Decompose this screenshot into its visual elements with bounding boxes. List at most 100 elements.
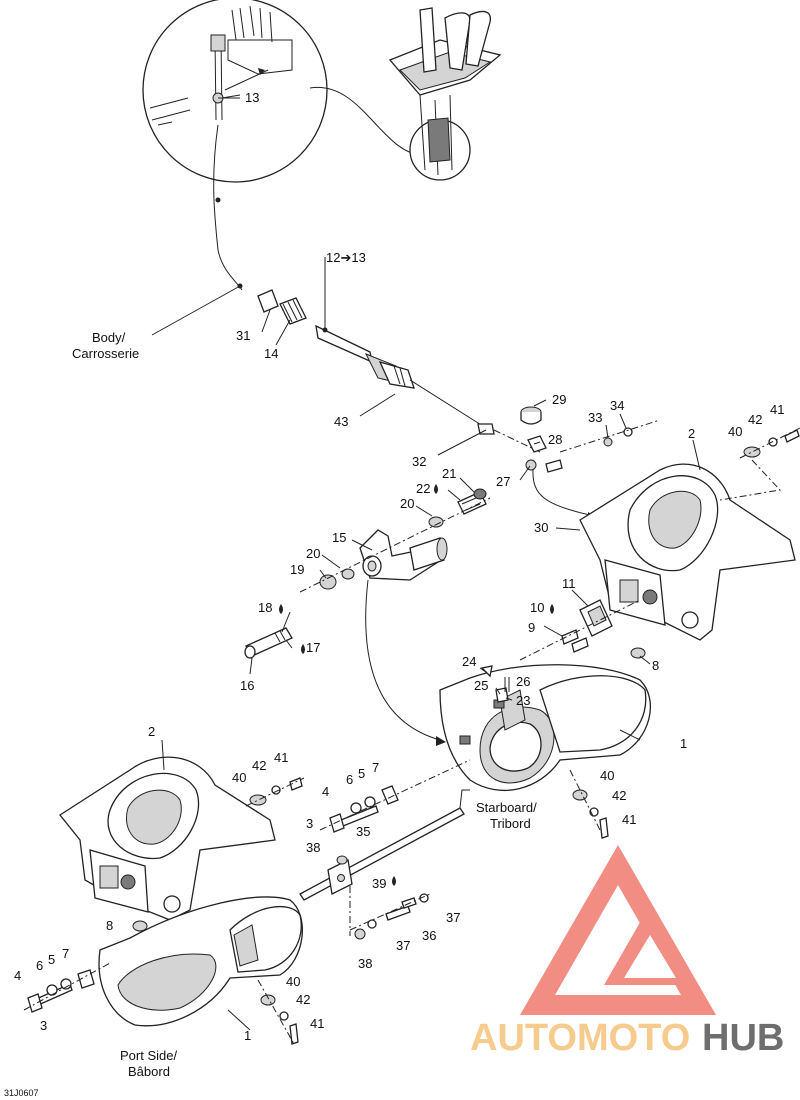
callout-18: 18 [258, 600, 272, 615]
callout-38-upper: 38 [306, 840, 320, 855]
callout-28: 28 [548, 432, 562, 447]
starboard-label-fr: Tribord [490, 816, 531, 831]
callout-33: 33 [588, 410, 602, 425]
small-parts-upper [520, 406, 661, 473]
callout-27: 27 [496, 474, 510, 489]
callout-6-lower: 6 [36, 958, 43, 973]
fasteners-upper-right [719, 427, 800, 501]
callout-42-upper: 42 [748, 412, 762, 427]
callout-41-lower: 41 [274, 750, 288, 765]
drop-icon [434, 484, 438, 494]
callout-labels: 13 12➔13 31 14 43 32 29 28 27 33 34 2 40… [14, 90, 784, 1043]
callout-3-middle: 3 [306, 816, 313, 831]
callout-8-lower: 8 [106, 918, 113, 933]
shaft-screws [349, 886, 431, 940]
callout-17: 17 [306, 640, 320, 655]
starboard-fasteners [569, 769, 609, 839]
callout-22: 22 [416, 481, 430, 496]
callout-42-starboard: 42 [612, 788, 626, 803]
callout-3-lower: 3 [40, 1018, 47, 1033]
callout-40-lower: 40 [232, 770, 246, 785]
callout-40-upper: 40 [728, 424, 742, 439]
lubricant-drop-icons [279, 484, 554, 886]
logo-text-automoto: AUTOMOTO [470, 1017, 690, 1059]
drop-icon [301, 644, 305, 654]
pivot-pin [244, 627, 293, 659]
callout-15: 15 [332, 530, 346, 545]
link-lever-to-starboard [365, 579, 441, 741]
callout-19: 19 [290, 562, 304, 577]
callout-40-starboard: 40 [600, 768, 614, 783]
callout-41-starboard: 41 [622, 812, 636, 827]
callout-40-port: 40 [286, 974, 300, 989]
callout-8-upper: 8 [652, 658, 659, 673]
callout-10: 10 [530, 600, 544, 615]
callout-7-middle: 7 [372, 760, 379, 775]
leader-lines [151, 94, 701, 1031]
callout-25: 25 [474, 678, 488, 693]
callout-21: 21 [442, 466, 456, 481]
bracket-fasteners-lower [245, 777, 305, 807]
link-27-to-bracket [532, 469, 591, 516]
port-label-fr: Bâbord [128, 1064, 170, 1079]
callout-1-starboard: 1 [680, 736, 687, 751]
callout-42-lower: 42 [252, 758, 266, 773]
callout-20-upper: 20 [400, 496, 414, 511]
plate-and-screws [519, 599, 646, 661]
logo-text-hub: HUB [702, 1017, 784, 1059]
callout-4-lower: 4 [14, 968, 21, 983]
callout-7-lower: 7 [62, 946, 69, 961]
callout-13-detail: 13 [245, 90, 259, 105]
callout-16: 16 [240, 678, 254, 693]
callout-37-right: 37 [446, 910, 460, 925]
callout-24: 24 [462, 654, 476, 669]
bracket-lower-left [59, 756, 276, 932]
callout-31: 31 [236, 328, 250, 343]
body-label-en: Body/ [92, 330, 126, 345]
drop-icon [279, 604, 283, 614]
callout-42-port: 42 [296, 992, 310, 1007]
callout-20-lower: 20 [306, 546, 320, 561]
callout-35: 35 [356, 824, 370, 839]
callout-32: 32 [412, 454, 426, 469]
port-fasteners [23, 961, 299, 1045]
callout-5-middle: 5 [358, 766, 365, 781]
callout-6-middle: 6 [346, 772, 353, 787]
cable-upper [213, 124, 243, 291]
callout-43: 43 [334, 414, 348, 429]
callout-36: 36 [422, 928, 436, 943]
shift-lever-arm [299, 488, 491, 593]
callout-2-upper: 2 [688, 426, 695, 441]
starboard-label-en: Starboard/ [476, 800, 537, 815]
automotohub-logo: AUTOMOTO HUB [470, 845, 784, 1059]
callout-37-left: 37 [396, 938, 410, 953]
callout-5-lower: 5 [48, 952, 55, 967]
callout-9: 9 [528, 620, 535, 635]
callout-30: 30 [534, 520, 548, 535]
callout-2-lower: 2 [148, 724, 155, 739]
callout-26: 26 [516, 674, 530, 689]
callout-38-lower: 38 [358, 956, 372, 971]
steering-shaft [299, 789, 470, 901]
callout-1-port: 1 [244, 1028, 251, 1043]
middle-fasteners [319, 759, 471, 833]
drop-icon [392, 876, 396, 886]
callout-23: 23 [516, 693, 530, 708]
callout-14: 14 [264, 346, 278, 361]
starboard-deflector [439, 664, 652, 792]
callout-34: 34 [610, 398, 624, 413]
callout-4-middle: 4 [322, 784, 329, 799]
bracket-upper-right [579, 463, 796, 641]
detail-connector-line [309, 86, 421, 156]
cable-detail-circle [142, 0, 328, 183]
callout-41-port: 41 [310, 1016, 324, 1031]
port-deflector [98, 896, 303, 1027]
callout-11: 11 [562, 576, 576, 591]
callout-12-13: 12➔13 [326, 250, 366, 265]
port-label-en: Port Side/ [120, 1048, 177, 1063]
body-label-fr: Carrosserie [72, 346, 139, 361]
area-labels: Body/ Carrosserie Starboard/ Tribord Por… [4, 330, 537, 1098]
shift-lever-assembly [388, 7, 502, 181]
